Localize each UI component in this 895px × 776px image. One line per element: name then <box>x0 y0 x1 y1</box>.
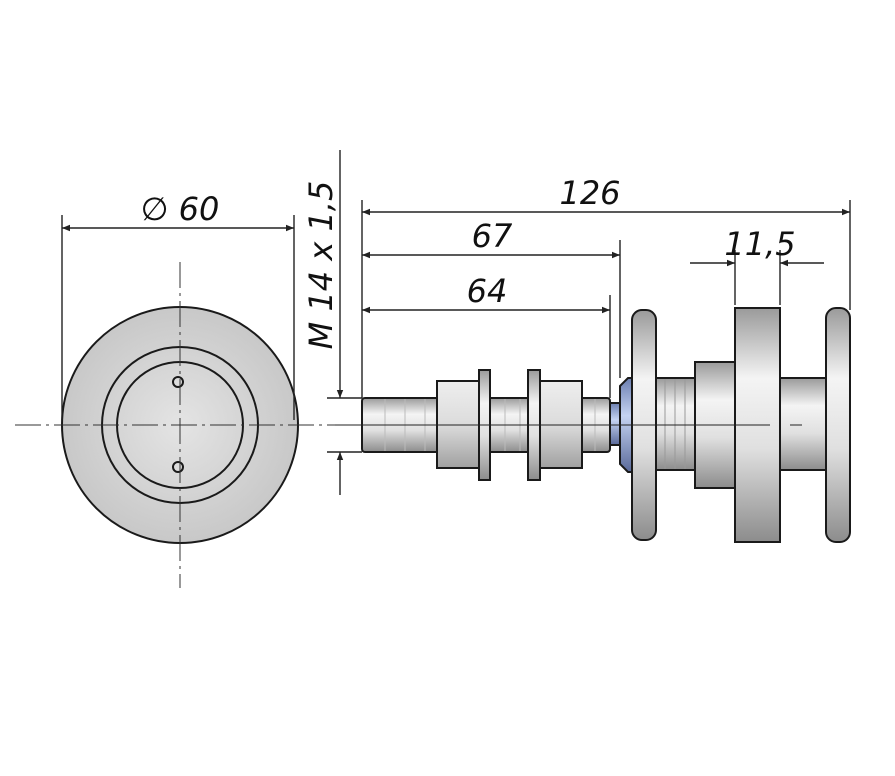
pin-hole-top <box>172 376 184 388</box>
thread-label: M 14 x 1,5 <box>302 181 340 350</box>
diameter-label: ∅ 60 <box>141 190 220 228</box>
dimension-lines <box>61 150 851 495</box>
side-view <box>335 307 851 543</box>
front-view <box>15 262 340 588</box>
length-126-label: 126 <box>559 174 620 212</box>
length-64-label: 64 <box>467 272 508 310</box>
plate-gap-label: 11,5 <box>724 225 795 263</box>
cylinder <box>779 377 829 471</box>
pin-hole-bottom <box>172 461 184 473</box>
length-67-label: 67 <box>472 217 513 255</box>
neck <box>609 402 621 446</box>
flange-disc-2 <box>825 307 851 543</box>
